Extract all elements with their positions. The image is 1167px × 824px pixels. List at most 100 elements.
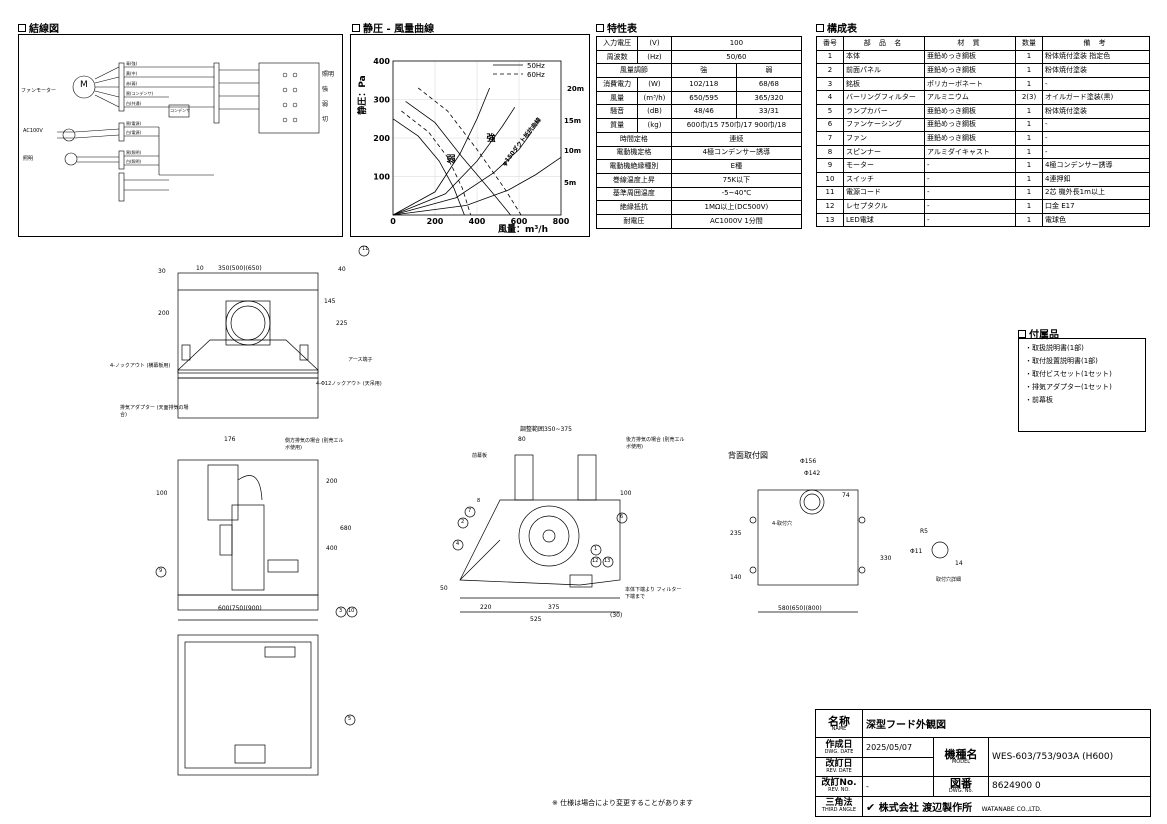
spec-value: 100 bbox=[670, 36, 803, 51]
switch-label-off: 切 bbox=[322, 116, 329, 123]
revno-label-cell: 改訂No.REV. NO. bbox=[815, 775, 863, 797]
dim-text: 14 bbox=[955, 560, 963, 567]
part-name: ファンケーシング bbox=[843, 117, 925, 133]
back-view-title: 背面取付図 bbox=[728, 451, 768, 460]
parts-header-remarks: 備 考 bbox=[1042, 36, 1150, 51]
part-no: 9 bbox=[816, 158, 844, 173]
wire-label: 黒(電源) bbox=[126, 121, 142, 126]
part-name: スイッチ bbox=[843, 171, 925, 187]
spec-label: 消費電力 bbox=[595, 77, 639, 92]
dim-text: 30 bbox=[158, 268, 166, 275]
spec-row: 時間定格連続 bbox=[596, 131, 803, 147]
part-qty: 1 bbox=[1015, 117, 1043, 133]
accessory-item: ・排気アダプター(1セット) bbox=[1025, 383, 1112, 391]
part-name: バーリングフィルター bbox=[843, 90, 925, 105]
part-material: ポリカーボネート bbox=[924, 76, 1016, 92]
dim-text: 600(750)(900) bbox=[218, 605, 262, 612]
accessories-box: ・取扱説明書(1部) ・取付設置説明書(1部) ・取付ビスセット(1セット) ・… bbox=[1018, 338, 1146, 432]
balloon-number: 13 bbox=[604, 558, 611, 564]
spec-value: E種 bbox=[670, 159, 803, 174]
dim-text: 235 bbox=[730, 530, 742, 537]
drawing-name: 深型フード外観図 bbox=[862, 708, 1151, 739]
wire-label: 白(電源) bbox=[126, 130, 142, 135]
dim-text: 680 bbox=[340, 525, 352, 532]
series-line bbox=[405, 101, 511, 216]
dim-text: 74 bbox=[842, 492, 850, 499]
weak-curve-label: 弱 bbox=[446, 154, 455, 165]
part-name: ファン bbox=[843, 131, 925, 146]
accessory-item: ・前幕板 bbox=[1025, 396, 1053, 404]
wiring-section-title: 結線図 bbox=[18, 20, 59, 35]
technical-drawing bbox=[155, 245, 949, 776]
part-remarks: 粉体焼付塗装 bbox=[1042, 103, 1150, 119]
part-material: 亜鉛めっき鋼板 bbox=[924, 63, 1016, 78]
x-tick-label: 200 bbox=[427, 217, 444, 226]
dim-text: 375 bbox=[548, 604, 560, 611]
spec-unit: (W) bbox=[637, 77, 672, 92]
exhaust-adapter-label: 排気アダプター (天面排気の場合) bbox=[120, 405, 189, 418]
dim-text: 100 bbox=[620, 490, 632, 497]
mounting-hole-label: 4-取付穴 bbox=[772, 521, 792, 527]
part-qty: 1 bbox=[1015, 158, 1043, 173]
spec-unit: (kg) bbox=[637, 118, 672, 133]
dim-text: 525 bbox=[530, 616, 542, 623]
x-axis-label: 風量：m³/h bbox=[498, 223, 548, 235]
spec-label: 質量 bbox=[595, 118, 639, 133]
spec-value: 650/595 bbox=[670, 90, 737, 106]
part-material: - bbox=[924, 158, 1016, 173]
composition-section-title: 構成表 bbox=[816, 20, 857, 35]
spec-unit: (dB) bbox=[637, 104, 672, 120]
part-remarks: - bbox=[1042, 131, 1150, 146]
switch-label-strong: 強 bbox=[322, 86, 329, 93]
part-remarks: - bbox=[1042, 76, 1150, 92]
part-remarks: 粉体焼付塗装 bbox=[1042, 63, 1150, 78]
part-material: 亜鉛めっき鋼板 bbox=[924, 49, 1016, 65]
spec-label: 騒音 bbox=[595, 104, 639, 120]
x-tick-label: 600 bbox=[511, 217, 528, 226]
y-tick-label: 400 bbox=[373, 57, 390, 66]
dim-text: 580(650)(800) bbox=[778, 605, 822, 612]
part-remarks: オイルガード塗装(黒) bbox=[1042, 90, 1150, 105]
side-exhaust-label: 側方排気の場合 (別売エルボ使用) bbox=[285, 438, 344, 451]
series-line bbox=[392, 156, 562, 216]
strong-curve-label: 強 bbox=[486, 132, 495, 144]
duct-resistance-label: φ150ダクト抵抗曲線 bbox=[500, 116, 543, 168]
spec-label: 風量調節 bbox=[596, 63, 672, 79]
wire-label: 黄(中) bbox=[126, 71, 138, 76]
spec-label: 耐電圧 bbox=[596, 213, 672, 229]
accessory-item: ・取扱説明書(1部) bbox=[1025, 344, 1084, 352]
spec-label: 入力電圧 bbox=[595, 36, 639, 51]
spec-label: 時間定格 bbox=[596, 131, 672, 147]
part-qty: 2(3) bbox=[1015, 90, 1043, 105]
balloon-number: 8 bbox=[477, 498, 481, 504]
front-curtain-label: 前幕板 bbox=[472, 453, 488, 459]
wiring-schematic bbox=[57, 62, 320, 202]
spec-value: 365/320 bbox=[735, 90, 803, 106]
spec-value: 連続 bbox=[670, 131, 803, 147]
part-name: 電源コード bbox=[843, 185, 925, 201]
part-qty: 1 bbox=[1015, 49, 1043, 65]
dim-text: 176 bbox=[224, 436, 236, 443]
spec-label: 風量 bbox=[595, 90, 639, 106]
spec-value: 102/118 bbox=[670, 77, 737, 92]
company-name-en: WATANABE CO.,LTD. bbox=[981, 805, 1042, 813]
spec-unit: (Hz) bbox=[637, 49, 672, 65]
duct-length-label: 5m bbox=[564, 179, 576, 187]
dim-text: Φ11 bbox=[910, 548, 923, 555]
drawing-number: 8624900 0 bbox=[988, 775, 1151, 797]
part-qty: 1 bbox=[1015, 63, 1043, 78]
dim-text: 10 bbox=[196, 265, 204, 272]
dim-text: 200 bbox=[158, 310, 170, 317]
